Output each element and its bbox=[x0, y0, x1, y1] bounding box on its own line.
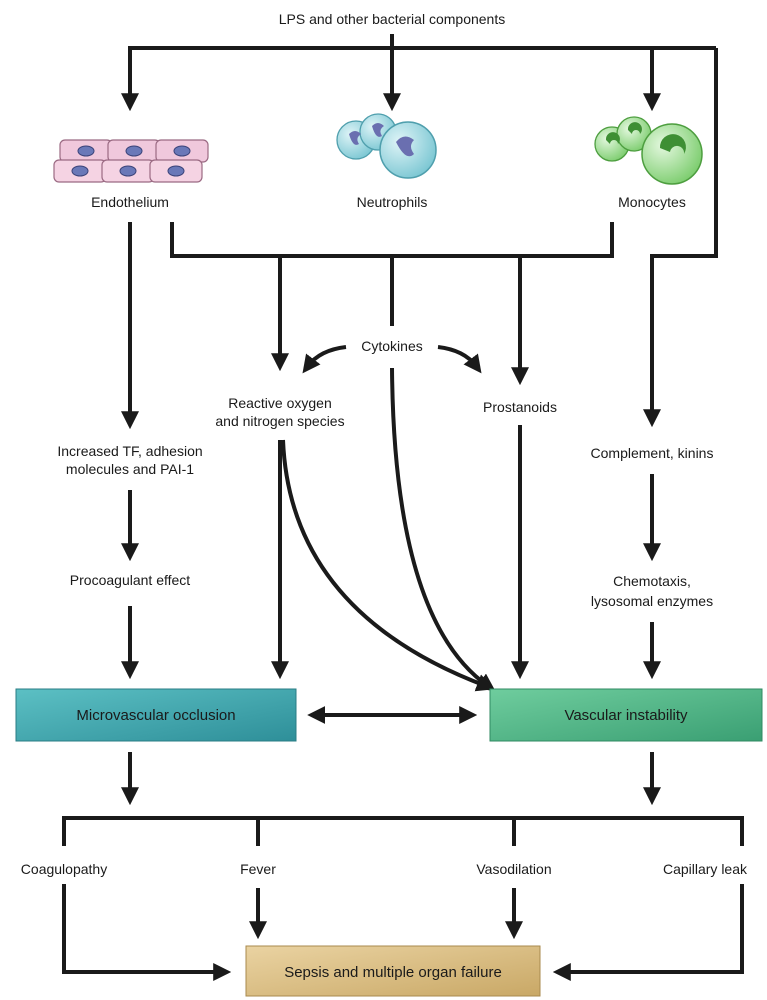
vasodilation-label: Vasodilation bbox=[476, 861, 551, 877]
neutrophils-icon bbox=[336, 113, 437, 179]
ros-label-line2: and nitrogen species bbox=[215, 413, 344, 429]
cytokines-label: Cytokines bbox=[361, 338, 422, 354]
procoagulant-label: Procoagulant effect bbox=[70, 572, 190, 588]
arrow-capillary-leak-to-sepsis bbox=[552, 884, 744, 981]
cells-collector-bar bbox=[170, 222, 614, 258]
capillary-leak-label: Capillary leak bbox=[663, 861, 748, 877]
fever-label: Fever bbox=[240, 861, 276, 877]
coagulopathy-label: Coagulopathy bbox=[21, 861, 107, 877]
endothelium-label: Endothelium bbox=[91, 194, 169, 210]
arrow-cytokines-to-prostanoids bbox=[437, 345, 482, 374]
sepsis-box: Sepsis and multiple organ failure bbox=[245, 945, 541, 997]
outcomes-bar bbox=[62, 816, 744, 846]
top-source-label: LPS and other bacterial components bbox=[279, 11, 505, 27]
arrow-ros-curve-to-vascular bbox=[281, 439, 495, 692]
monocytes-icon bbox=[594, 116, 703, 185]
chemotaxis-label-line1: Chemotaxis, bbox=[613, 573, 691, 589]
outcome-arrows bbox=[62, 752, 744, 981]
vascular-box-label: Vascular instability bbox=[564, 707, 688, 724]
chemotaxis-label-line2: lysosomal enzymes bbox=[591, 593, 713, 609]
neutrophils-label: Neutrophils bbox=[357, 194, 428, 210]
microvascular-occlusion-box: Microvascular occlusion bbox=[15, 688, 297, 742]
mediator-arrows bbox=[170, 222, 614, 692]
arrow-cytokines-to-ros bbox=[302, 345, 347, 374]
tf-label-line2: molecules and PAI-1 bbox=[66, 461, 194, 477]
complement-label: Complement, kinins bbox=[591, 445, 714, 461]
endothelium-icon bbox=[53, 139, 209, 183]
vascular-instability-box: Vascular instability bbox=[489, 688, 763, 742]
arrow-coagulopathy-to-sepsis bbox=[62, 884, 232, 981]
monocytes-label: Monocytes bbox=[618, 194, 686, 210]
top-bar bbox=[128, 46, 716, 100]
prostanoids-label: Prostanoids bbox=[483, 399, 557, 415]
sepsis-box-label: Sepsis and multiple organ failure bbox=[284, 964, 502, 981]
top-distribution-arrows bbox=[121, 34, 718, 428]
arrow-to-complement bbox=[643, 48, 718, 428]
arrow-cytokines-to-vascular bbox=[390, 367, 496, 692]
microvascular-box-label: Microvascular occlusion bbox=[76, 707, 235, 724]
ros-label-line1: Reactive oxygen bbox=[228, 395, 332, 411]
tf-label-line1: Increased TF, adhesion bbox=[57, 443, 202, 459]
